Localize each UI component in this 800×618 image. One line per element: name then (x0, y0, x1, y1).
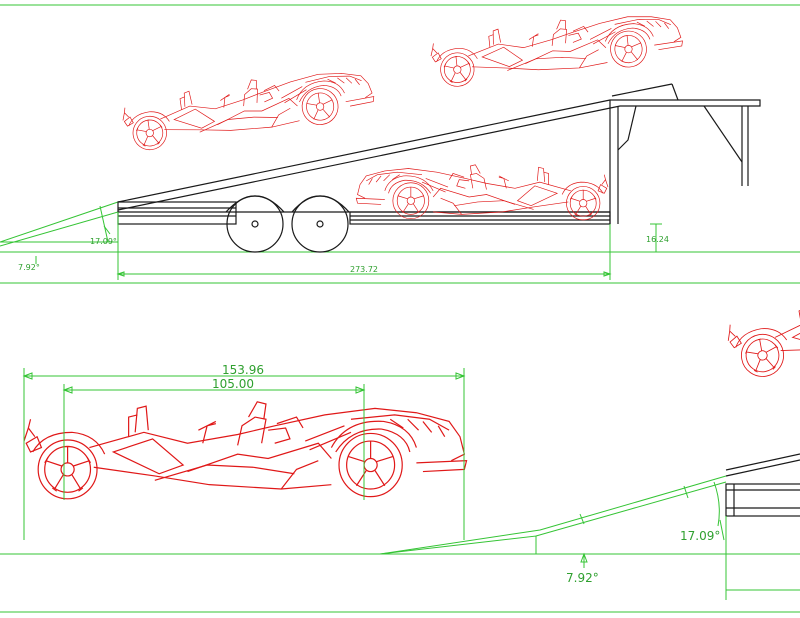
dimension-ground-angle-bottom: 7.92° (566, 552, 599, 585)
roadster-upper-left (119, 63, 378, 154)
upper-elevation-view: 17.09° 7.92° 16.24 273.72 (0, 4, 800, 284)
wheelbase-label: 105.00 (212, 377, 254, 391)
roadster-partial-edge (722, 257, 800, 382)
dimension-edge-leader (725, 516, 800, 600)
lower-detail-view: 153.96 105.00 17.09° 7.92° (0, 257, 800, 613)
trailer-frame (117, 83, 761, 225)
overall-length-label: 153.96 (222, 363, 264, 377)
dimension-wheelbase: 105.00 (62, 377, 366, 500)
ramp-angle-label-bottom: 17.09° (680, 529, 720, 543)
ground-ramp-detail (379, 475, 727, 555)
deck-length-label: 273.72 (350, 265, 378, 274)
dimension-deck-height: 16.24 (646, 223, 669, 252)
ramp-angle-label-top: 17.09° (90, 237, 117, 246)
trailer-deck-detail (725, 453, 800, 517)
ground-angle-label-top: 7.92° (18, 263, 40, 272)
dimension-ramp-angle-top: 17.09° (90, 205, 117, 246)
dimension-overall-length: 153.96 (22, 363, 466, 540)
ground-angle-label-bottom: 7.92° (566, 571, 599, 585)
dimension-ramp-angle-bottom: 17.09° (680, 481, 725, 543)
dimension-deck-length: 273.72 (116, 212, 612, 280)
roadster-upper-right (428, 7, 686, 90)
deck-height-label: 16.24 (646, 235, 669, 244)
dimension-ground-angle-top: 7.92° (18, 256, 40, 272)
roadster-side-profile (23, 401, 468, 500)
